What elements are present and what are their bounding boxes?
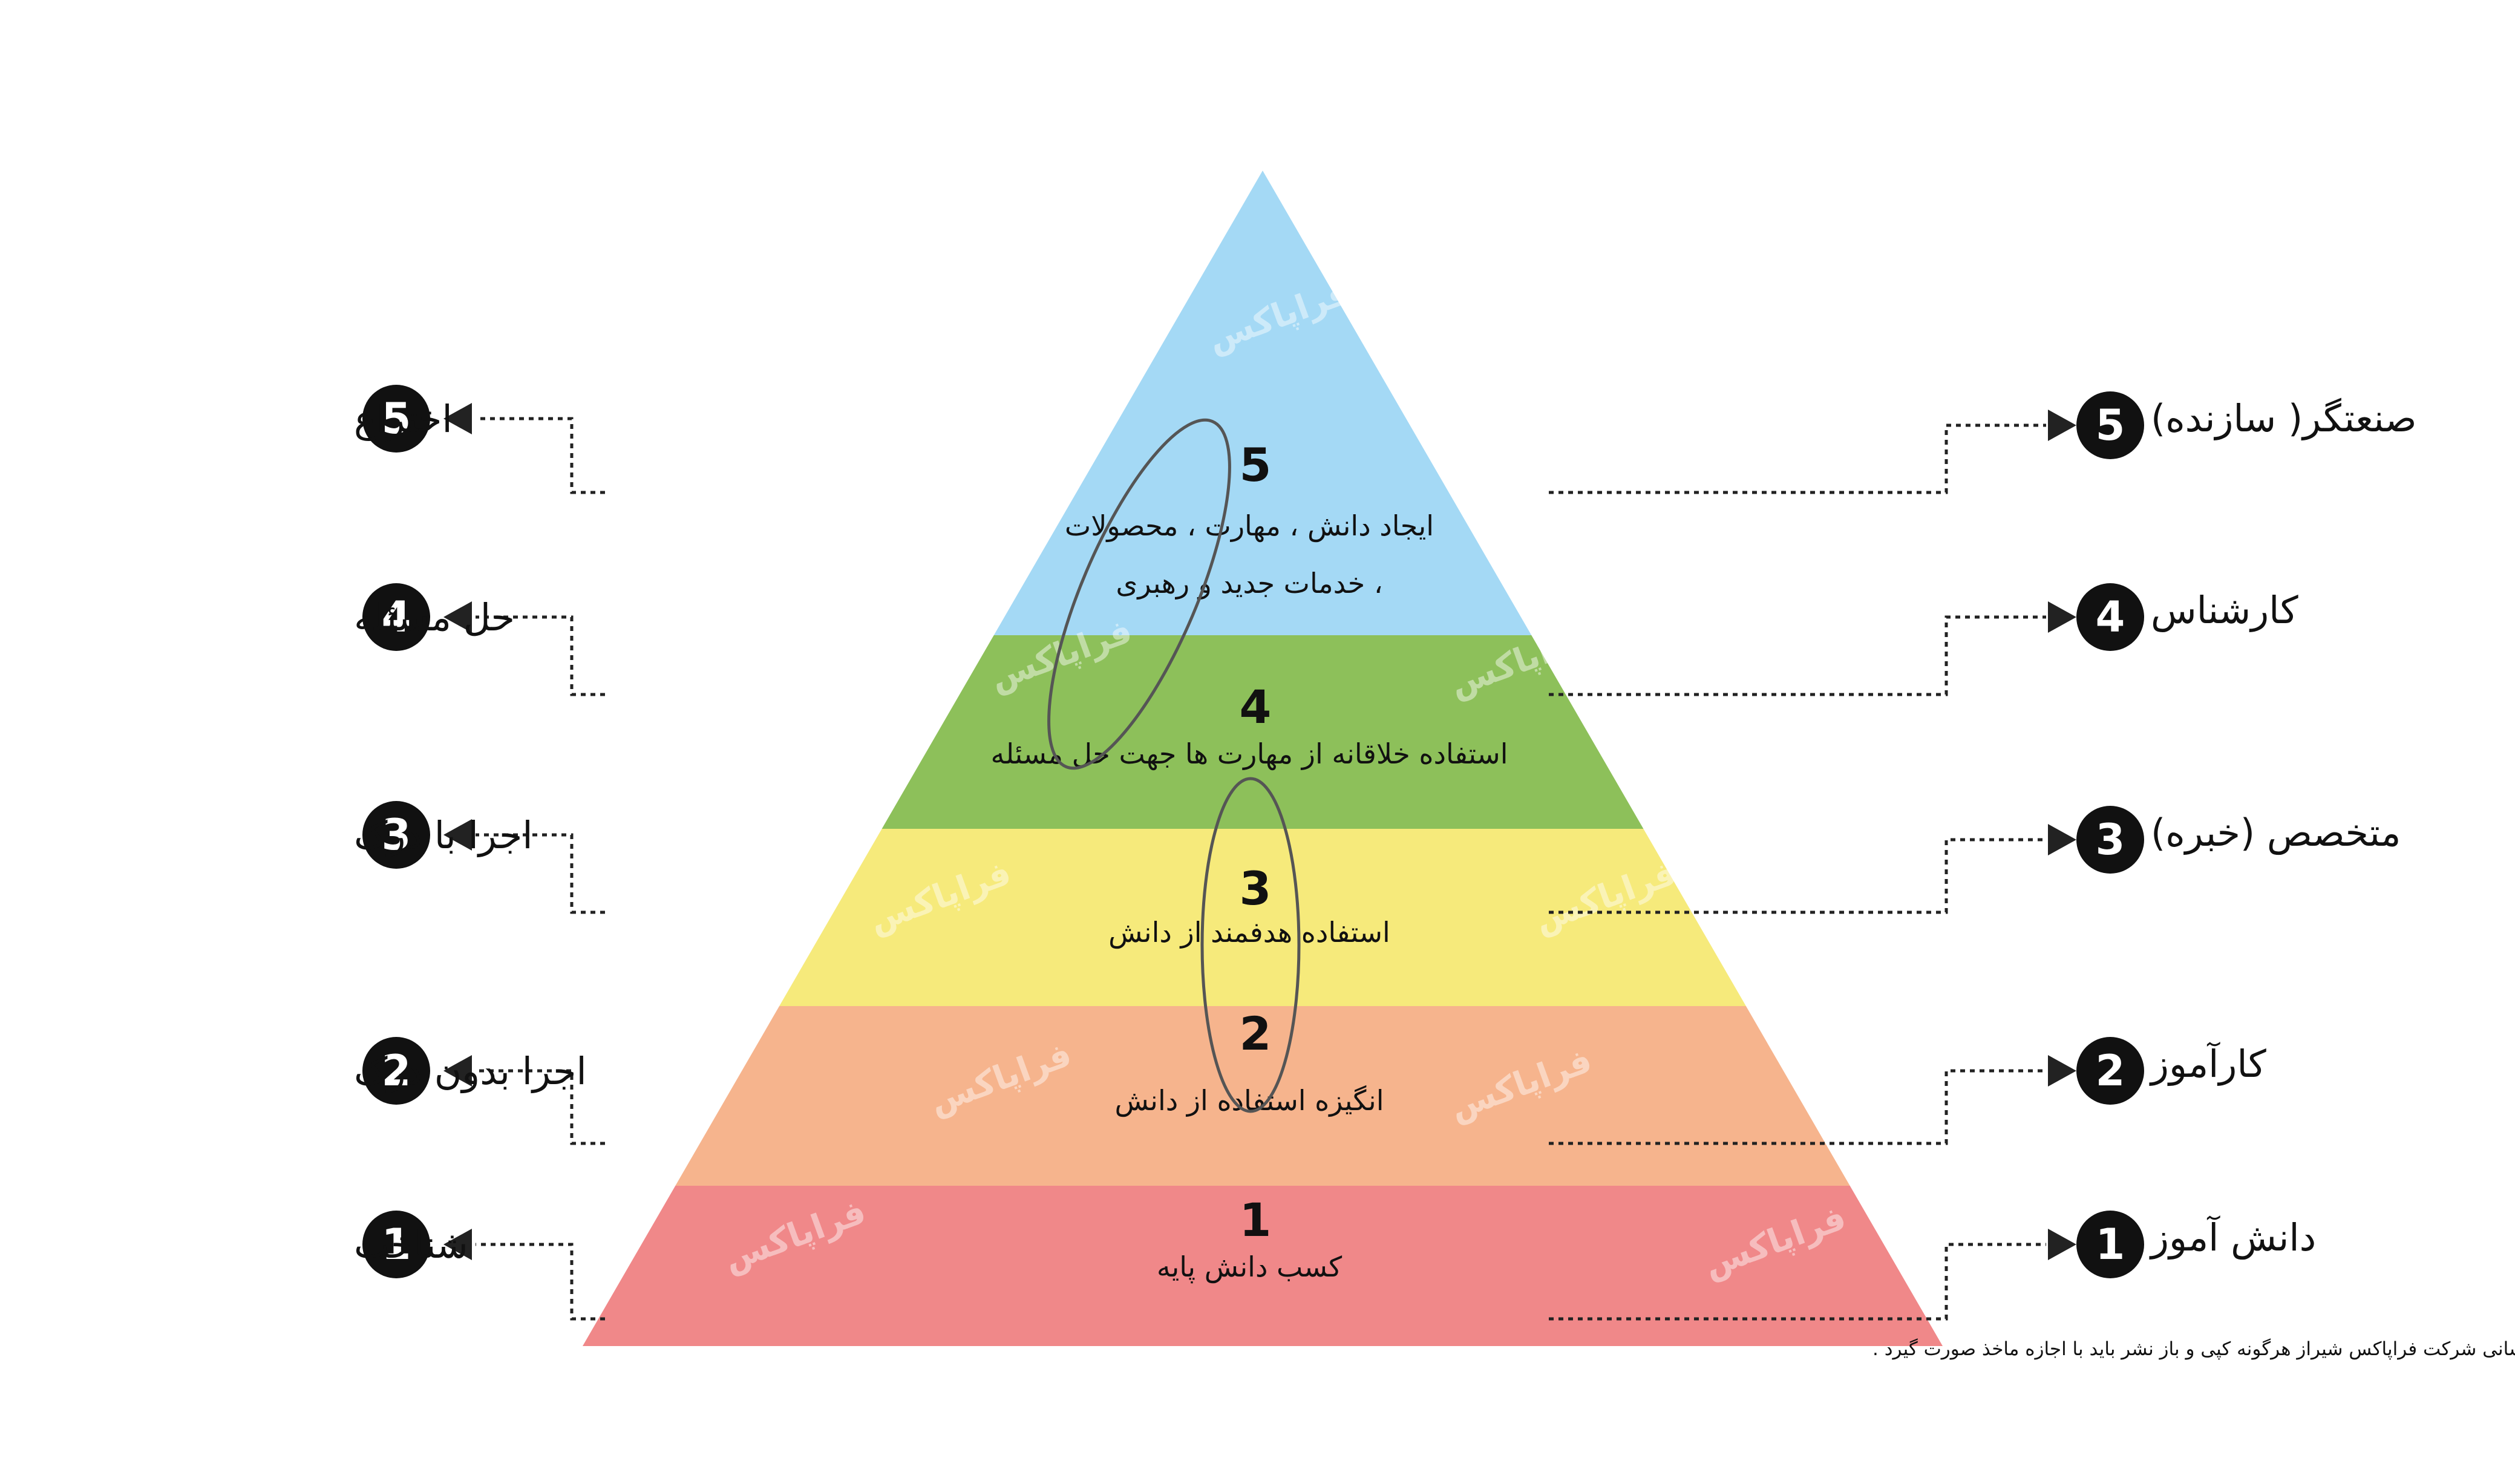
left-item-level-4: 4حل مسئله [354,583,605,696]
badge-number: 1 [382,1220,411,1269]
arrow-right-icon [2048,601,2076,633]
number-badge [2076,806,2144,874]
level-1-description: کسب دانش پایه [1157,1250,1342,1284]
arrow-left-icon [443,819,472,851]
badge-number: 2 [382,1046,411,1096]
level-3-number: 3 [1240,861,1272,915]
level-1-number: 1 [1240,1193,1272,1247]
badge-number: 3 [382,810,411,860]
number-badge [362,583,430,651]
highlight-ellipses [1047,418,1301,1113]
right-item-level-2: 2 کارآموز [1549,1037,2266,1145]
right-label: صنعتگر( سازنده) [2151,396,2417,440]
right-label: دانش آموز [2149,1215,2316,1260]
badge-number: 5 [2096,400,2125,450]
level-4-description: استفاده خلاقانه از مهارت ها جهت حل مسئله [991,737,1508,770]
badge-number: 1 [2096,1220,2125,1269]
arrow-right-icon [2048,410,2076,441]
badge-number: 5 [382,394,411,443]
right-item-level-3: 3 متخصص (خبره) [1549,806,2401,914]
left-label: اجرا با درک [354,813,533,857]
pyramid-band-level-5 [993,171,1532,635]
badge-number: 2 [2096,1046,2125,1096]
arrow-left-icon [443,601,472,633]
right-label: کارآموز [2149,1041,2266,1086]
right-label: متخصص (خبره) [2151,811,2401,855]
arrow-left-icon [443,1229,472,1260]
connector-line [476,1243,605,1321]
level-5-description: ایجاد دانش ، مهارت ، محصولات [1065,509,1434,543]
level-4-number: 4 [1240,680,1272,734]
arrow-right-icon [2048,824,2076,855]
level-5-description: ، خدمات جدید و رهبری [1116,567,1382,600]
level-2-number: 2 [1240,1007,1272,1061]
number-badge [2076,583,2144,651]
right-item-level-1: 1 دانش آموز [1549,1211,2316,1321]
right-labels: 1 دانش آموز 2 کارآموز 3 متخصص (خبره) 4 کارشناس 5… [1549,391,2417,1321]
pyramid-band-level-2 [675,1006,1850,1186]
left-label: اختراع [354,397,453,441]
connector-line [476,615,605,696]
connector-line [476,417,605,494]
right-item-level-4: 4 کارشناس [1549,583,2298,696]
number-badge [2076,1211,2144,1278]
pyramid-bands [583,171,1943,1346]
highlight-ellipse-level-4-5 [1047,418,1231,770]
pyramid-band-level-1 [583,1186,1943,1346]
arrow-left-icon [443,403,472,434]
left-label: اجرا بدون درک [354,1049,587,1093]
badge-number: 3 [2096,815,2125,865]
badge-number: 4 [382,592,411,642]
arrow-left-icon [443,1055,472,1087]
arrow-right-icon [2048,1229,2076,1260]
highlight-ellipse-level-2-3 [1200,777,1301,1113]
number-badge [362,1037,430,1105]
connector-line [476,1069,605,1145]
number-badge [362,801,430,869]
pyramid-band-level-3 [779,829,1746,1006]
pyramid-band-level-4 [881,635,1644,829]
number-badge [362,385,430,453]
right-label: کارشناس [2151,588,2298,632]
left-label: شناخت [354,1223,468,1267]
level-5-number: 5 [1240,438,1272,492]
connector-line [476,833,605,914]
number-badge [362,1211,430,1278]
level-3-description: استفاده هدفمند از دانش [1108,916,1390,949]
right-item-level-5: 5 صنعتگر( سازنده) [1549,391,2417,494]
left-label: حل مسئله [354,595,515,639]
arrow-right-icon [2048,1055,2076,1087]
connector-line [1549,423,2046,494]
badge-number: 4 [2096,592,2125,642]
number-badge [2076,1037,2144,1105]
footer-note: تهیه در واحد منابع انسانی شرکت فراپاکس ش… [1872,1338,2515,1360]
number-badge [2076,391,2144,459]
connector-line [1549,615,2046,696]
